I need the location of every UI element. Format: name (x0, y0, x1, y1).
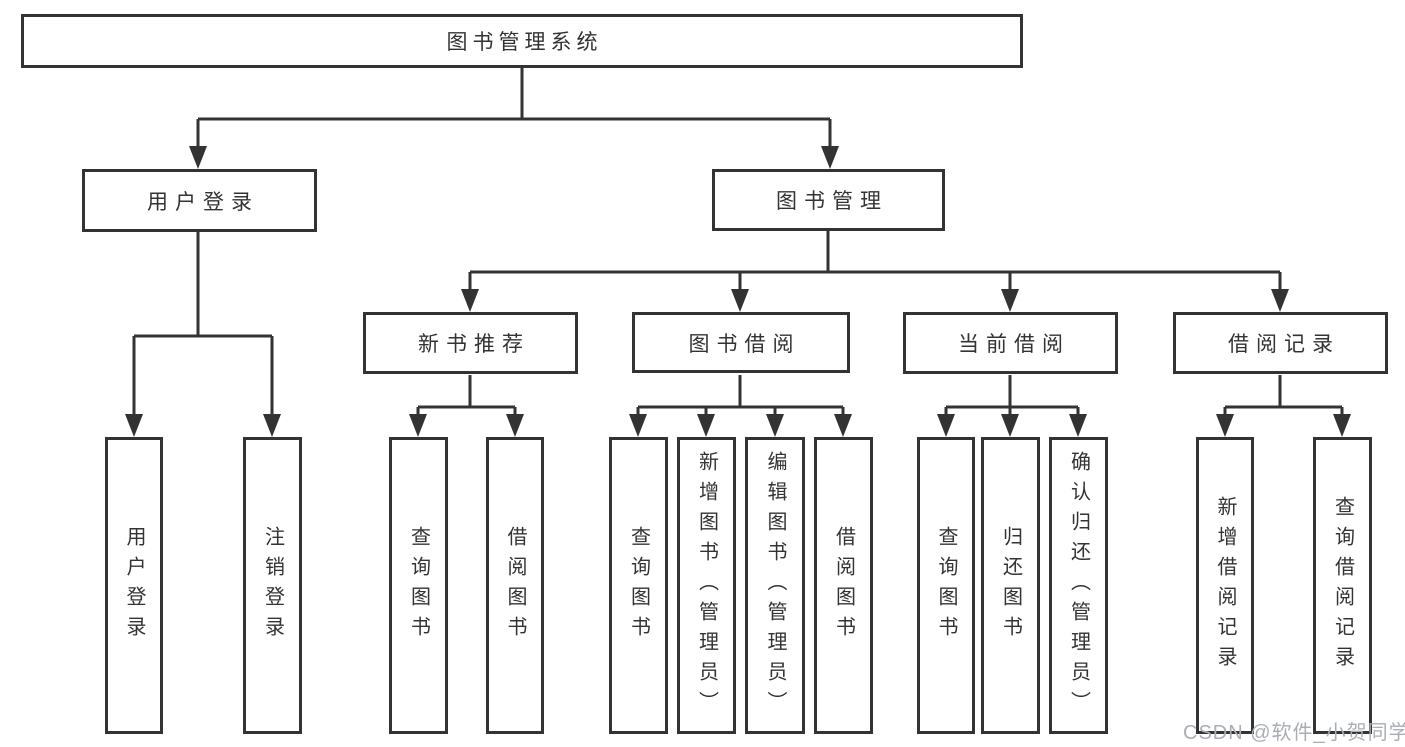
leaf-bb-add-books-admin: 新增图书（管理员） (677, 437, 736, 734)
node-current-borrow: 当前借阅 (903, 312, 1118, 374)
leaf-label: 借阅图书 (504, 525, 526, 646)
leaf-label: 新增图书（管理员） (695, 450, 718, 721)
leaf-label: 归还图书 (999, 525, 1022, 646)
node-user-login: 用户登录 (82, 169, 317, 232)
leaf-bb-edit-books-admin: 编辑图书（管理员） (745, 437, 805, 734)
node-root-book-management-system: 图书管理系统 (21, 14, 1023, 68)
leaf-bb-borrow-books: 借阅图书 (814, 437, 873, 734)
leaf-label: 查询图书 (627, 525, 650, 646)
arrowheads (125, 146, 1351, 437)
leaf-label: 用户登录 (123, 525, 145, 646)
node-book-management: 图书管理 (712, 169, 945, 231)
leaf-br-add-record: 新增借阅记录 (1196, 437, 1254, 734)
leaf-user-login: 用户登录 (105, 437, 163, 734)
leaf-label: 编辑图书（管理员） (764, 450, 786, 721)
leaf-bb-query-books: 查询图书 (609, 437, 668, 734)
leaf-br-query-record: 查询借阅记录 (1313, 437, 1372, 734)
leaf-label: 查询借阅记录 (1331, 495, 1354, 676)
leaf-label: 确认归还（管理员） (1067, 450, 1090, 721)
leaf-label: 查询图书 (935, 525, 957, 646)
leaf-label: 借阅图书 (832, 525, 855, 646)
leaf-logout: 注销登录 (243, 437, 302, 734)
leaf-cb-query-books: 查询图书 (917, 437, 975, 734)
node-book-borrow: 图书借阅 (632, 312, 850, 373)
leaf-label: 新增借阅记录 (1214, 495, 1236, 676)
leaf-nb-borrow-books: 借阅图书 (486, 437, 544, 734)
node-borrow-records: 借阅记录 (1173, 312, 1388, 374)
csdn-watermark: CSDN @软件_小贺同学 (1183, 722, 1405, 744)
leaf-cb-return-books: 归还图书 (981, 437, 1040, 734)
leaf-label: 查询图书 (407, 525, 430, 646)
leaf-nb-query-books: 查询图书 (389, 437, 448, 734)
leaf-label: 注销登录 (261, 525, 284, 646)
node-new-book-recommend: 新书推荐 (363, 312, 578, 374)
leaf-cb-confirm-return-admin: 确认归还（管理员） (1049, 437, 1108, 734)
